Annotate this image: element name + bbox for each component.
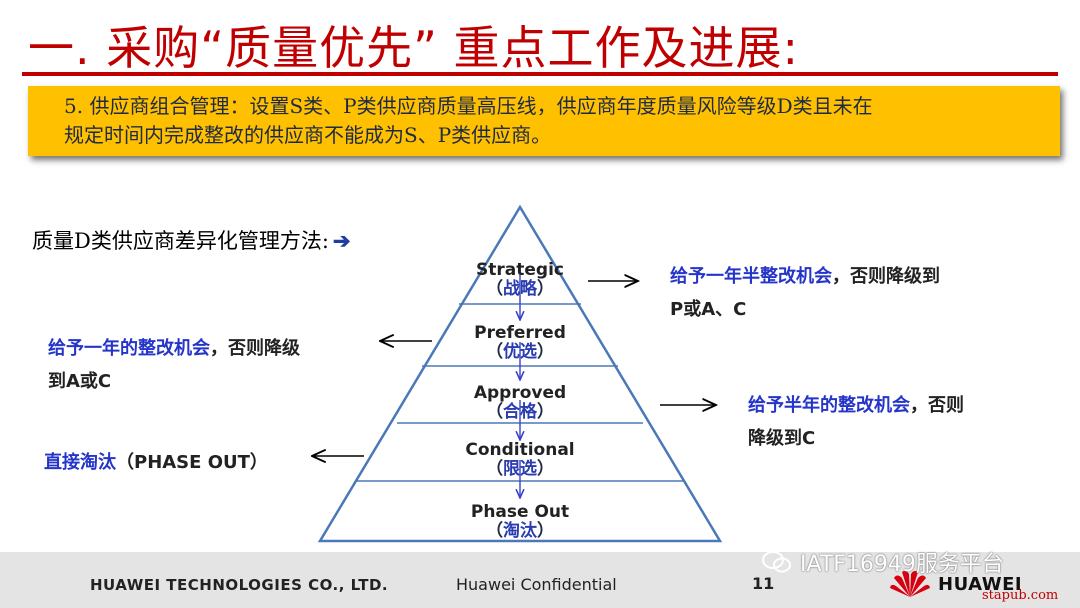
- tier-conditional-en: Conditional: [465, 440, 575, 460]
- footer-confidential: Huawei Confidential: [456, 575, 617, 594]
- note-approved-rest: ，否则: [910, 395, 964, 416]
- page-title: 一. 采购“质量优先” 重点工作及进展:: [28, 21, 800, 75]
- watermark-text: IATF16949服务平台: [800, 552, 1004, 577]
- note-preferred-rest: ，否则降级: [210, 338, 300, 359]
- tier-preferred-en: Preferred: [474, 323, 566, 343]
- note-approved: 给予半年的整改机会，否则 降级到C: [748, 389, 964, 455]
- summary-banner: 5. 供应商组合管理：设置S类、P类供应商质量高压线，供应商年度质量风险等级D类…: [28, 86, 1060, 156]
- note-preferred-line2: 到A或C: [48, 371, 112, 392]
- note-approved-highlight: 给予半年的整改机会: [748, 395, 910, 416]
- tier-phase-out-en: Phase Out: [470, 502, 570, 522]
- banner-line-2: 规定时间内完成整改的供应商不能成为S、P类供应商。: [64, 123, 552, 147]
- note-preferred-highlight: 给予一年的整改机会: [48, 338, 210, 359]
- tier-preferred-cn: （优选）: [486, 342, 554, 362]
- page-number: 11: [752, 574, 775, 593]
- wechat-icon: [762, 551, 791, 573]
- tier-strategic: Strategic （战略）: [470, 261, 570, 299]
- note-conditional-highlight: 直接淘汰: [44, 452, 116, 473]
- tier-phase-out: Phase Out （淘汰）: [460, 503, 580, 541]
- slide-footer: HUAWEI TECHNOLOGIES CO., LTD. Huawei Con…: [0, 551, 1080, 608]
- note-conditional-rest: （PHASE OUT）: [116, 452, 268, 473]
- tier-phase-out-cn: （淘汰）: [486, 521, 554, 541]
- banner-line-1: 5. 供应商组合管理：设置S类、P类供应商质量高压线，供应商年度质量风险等级D类…: [64, 94, 873, 118]
- note-preferred: 给予一年的整改机会，否则降级 到A或C: [48, 332, 300, 398]
- note-strategic-rest: ，否则降级到: [832, 266, 940, 287]
- tier-conditional: Conditional （限选）: [455, 441, 585, 479]
- tier-preferred: Preferred （优选）: [465, 324, 575, 362]
- tier-approved: Approved （合格）: [465, 384, 575, 422]
- note-strategic: 给予一年半整改机会，否则降级到 P或A、C: [670, 260, 940, 326]
- note-strategic-line2: P或A、C: [670, 299, 747, 320]
- note-strategic-highlight: 给予一年半整改机会: [670, 266, 832, 287]
- tier-strategic-cn: （战略）: [486, 279, 554, 299]
- tier-approved-cn: （合格）: [486, 402, 554, 422]
- method-label: 质量D类供应商差异化管理方法:➔: [32, 225, 351, 255]
- tier-conditional-cn: （限选）: [486, 459, 554, 479]
- note-approved-line2: 降级到C: [748, 428, 816, 449]
- footer-brand: HUAWEI: [938, 574, 1023, 595]
- title-underline: [22, 72, 1058, 76]
- right-arrow-icon: ➔: [332, 228, 351, 253]
- tier-strategic-en: Strategic: [476, 260, 564, 280]
- watermark-site: stapub.com: [982, 588, 1059, 603]
- note-conditional: 直接淘汰（PHASE OUT）: [44, 446, 268, 479]
- huawei-logo-icon: [890, 570, 930, 597]
- tier-approved-en: Approved: [473, 383, 567, 403]
- footer-company: HUAWEI TECHNOLOGIES CO., LTD.: [90, 576, 389, 594]
- method-text: 质量D类供应商差异化管理方法:: [32, 229, 329, 253]
